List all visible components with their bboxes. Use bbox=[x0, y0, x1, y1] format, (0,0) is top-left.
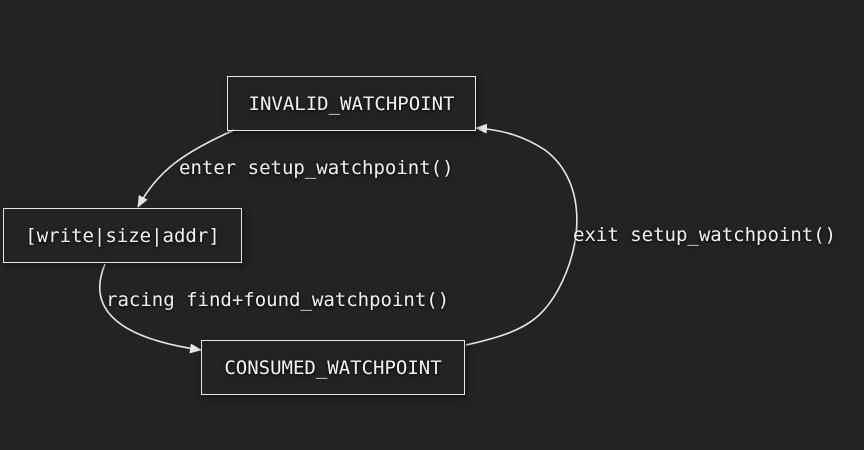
edge-racing-arrow bbox=[99, 263, 202, 354]
state-write-size-addr: [write|size|addr] bbox=[3, 208, 242, 263]
edge-label-exit: exit setup_watchpoint() bbox=[573, 224, 837, 246]
edge-label-enter: enter setup_watchpoint() bbox=[179, 157, 454, 179]
edge-enter-arrow bbox=[137, 129, 235, 208]
edge-label-racing: racing find+found_watchpoint() bbox=[106, 289, 450, 311]
edge-exit-arrow bbox=[465, 123, 578, 346]
state-consumed-watchpoint: CONSUMED_WATCHPOINT bbox=[201, 340, 465, 395]
state-invalid-watchpoint: INVALID_WATCHPOINT bbox=[227, 76, 476, 131]
